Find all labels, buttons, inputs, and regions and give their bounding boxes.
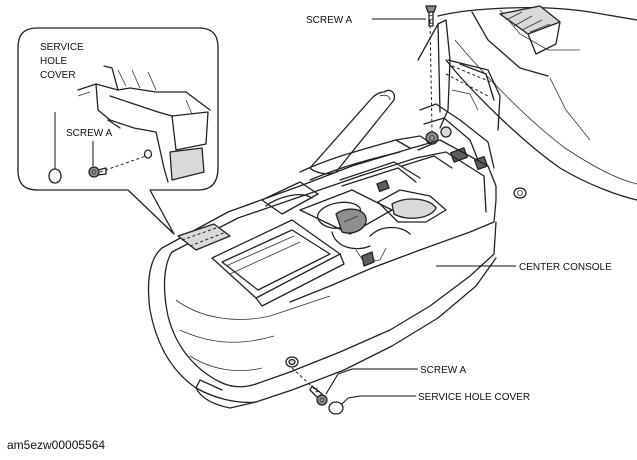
dash-hole-icon (513, 187, 527, 199)
label-service-hole-cover-bottom: SERVICE HOLE COVER (418, 392, 530, 403)
label-inset-screw-a: SCREW A (66, 128, 112, 139)
console-rear-bracket (376, 19, 501, 193)
screw-a-bottom-icon (291, 367, 328, 406)
parking-brake-lever (299, 89, 433, 181)
cupholder (299, 189, 447, 267)
inset-screw-a-icon (88, 166, 107, 178)
inset-service-hole-cover-icon (48, 168, 62, 184)
label-center-console: CENTER CONSOLE (519, 262, 612, 273)
leader-lines (54, 18, 516, 405)
center-console (147, 139, 497, 409)
label-inset-service-hole-cover-line3: COVER (40, 70, 76, 81)
label-inset-service-hole-cover-line2: HOLE (40, 56, 68, 67)
front-service-hole-icon (177, 223, 231, 251)
bracket-screw-icon (425, 126, 452, 145)
label-screw-a-bottom: SCREW A (420, 365, 466, 376)
detail-inset (17, 27, 219, 235)
figure-code: am5ezw00005564 (7, 438, 105, 452)
storage-bin (211, 219, 345, 307)
label-inset-service-hole-cover-line1: SERVICE (40, 42, 84, 53)
shift-opening (261, 155, 453, 215)
service-hole-cover-bottom-icon (328, 401, 344, 415)
label-screw-a-top: SCREW A (306, 15, 352, 26)
screw-a-top-icon (425, 5, 437, 27)
dashboard-background (437, 5, 637, 201)
shift-gate-icon (499, 5, 561, 55)
inset-service-hole-icon (143, 149, 153, 159)
side-service-hole-icon (285, 356, 299, 368)
